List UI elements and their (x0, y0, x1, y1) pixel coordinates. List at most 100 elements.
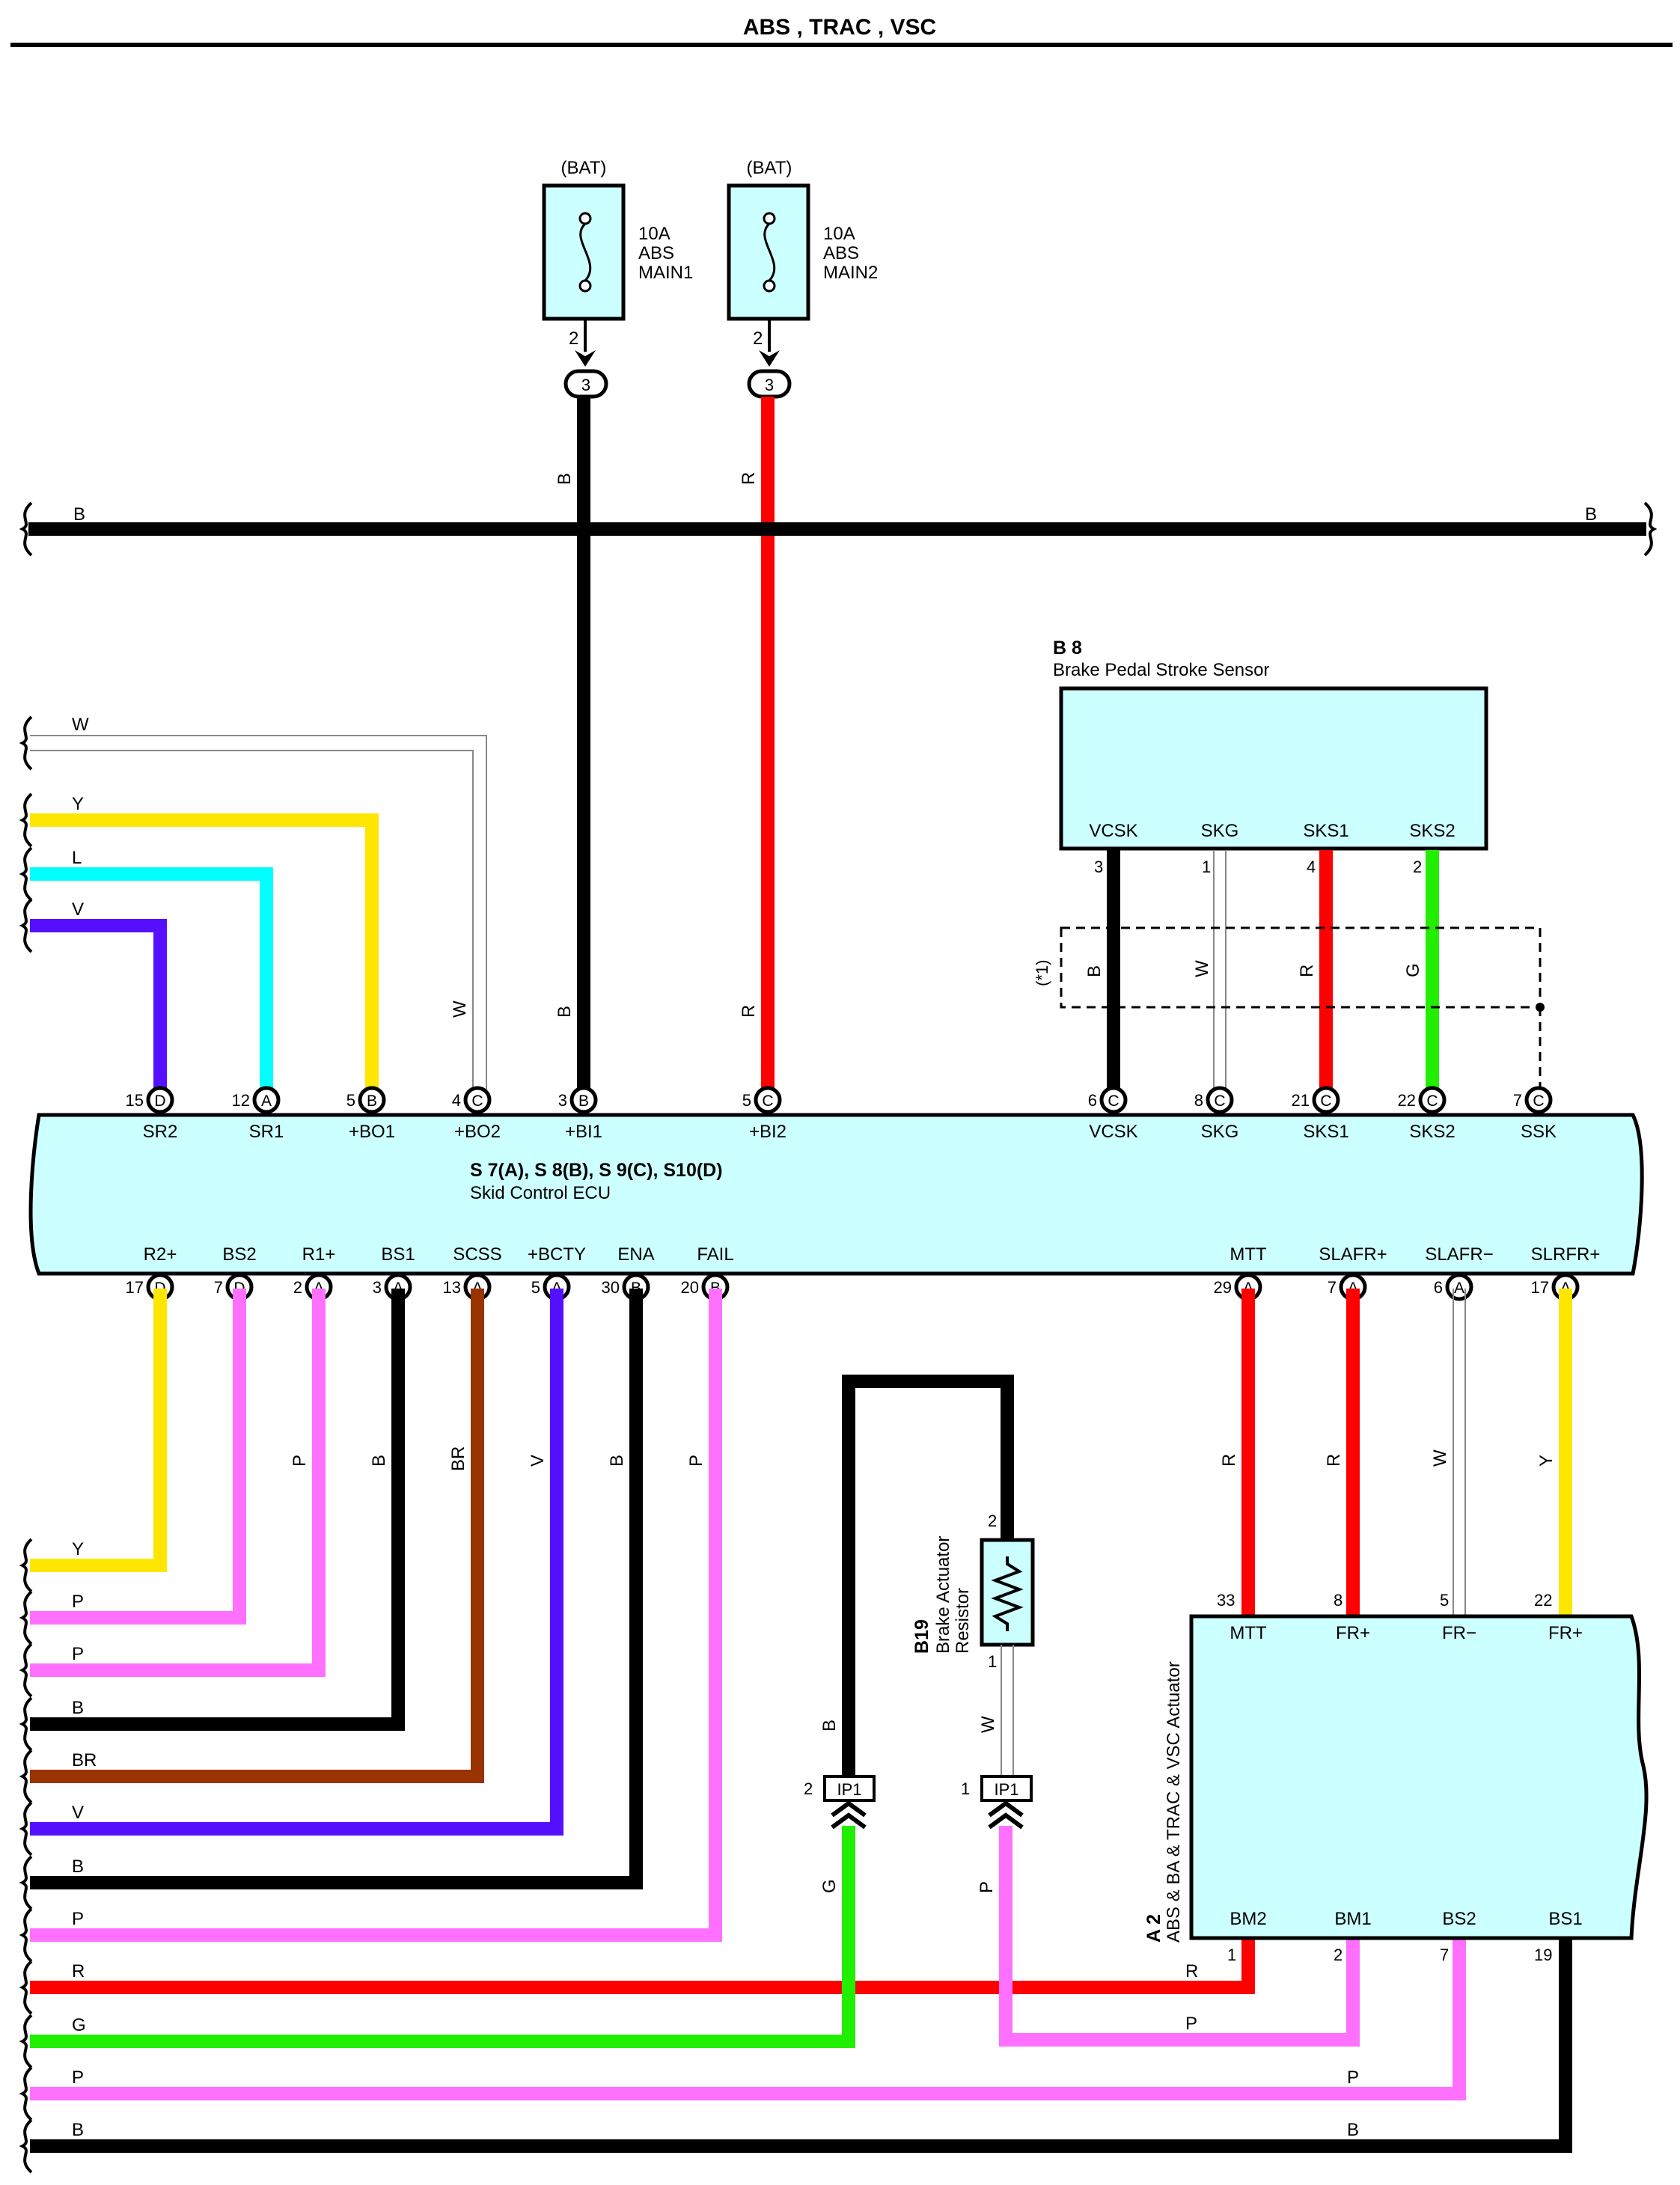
fuse-box (542, 183, 626, 321)
wire-color-label: Y (72, 794, 84, 814)
ecu-pin-number: 29 (1214, 1278, 1232, 1297)
ecu-pin-number: 15 (126, 1091, 144, 1110)
ecu-pin-name: BS1 (381, 1244, 415, 1265)
wire-color-label: Y (1536, 1455, 1557, 1467)
ecu-id: S 7(A), S 8(B), S 9(C), S10(D) (470, 1160, 723, 1181)
wire-color-label: B (72, 1857, 84, 1877)
wire-color-label: V (72, 899, 84, 920)
ecu-pin-connector (463, 1086, 492, 1114)
resistor-name-line1: Brake Actuator (933, 1536, 953, 1654)
ecu-pin-number: 5 (346, 1091, 355, 1110)
wire-color-label: P (72, 2068, 84, 2088)
sensor-id: B 8 (1053, 638, 1082, 658)
ecu-pin-name: SKS1 (1303, 1122, 1348, 1142)
sensor-pin-number: 2 (1413, 858, 1422, 876)
actuator-pin-name: FR+ (1336, 1623, 1370, 1643)
wire-color-label: W (978, 1716, 998, 1733)
break-mark (1643, 501, 1658, 557)
actuator-pin-number: 19 (1534, 1946, 1552, 1964)
ecu-pin-name: VCSK (1089, 1122, 1137, 1142)
ecu-pin-name: R2+ (144, 1244, 177, 1265)
ecu-pin-number: 17 (126, 1278, 144, 1297)
wire-color-label: R (1219, 1454, 1239, 1467)
ecu-pin-connector (252, 1086, 281, 1114)
break-mark (19, 1801, 33, 1857)
actuator-pin-number: 22 (1534, 1591, 1552, 1610)
ecu-pin-connector (569, 1086, 598, 1114)
wire-b-resistor-loop (842, 1375, 1014, 1787)
break-mark (19, 1907, 33, 1963)
actuator-pin-name: BM2 (1230, 1909, 1266, 1929)
sensor-pin-number: 3 (1094, 858, 1103, 876)
ecu-pin-connector-letter: C (1320, 1092, 1331, 1110)
ecu-pin-name: SLAFR+ (1319, 1244, 1387, 1265)
wire-color-label: P (1185, 2014, 1197, 2034)
actuator-pin-number: 1 (1227, 1946, 1236, 1964)
ecu-pin-name: MTT (1230, 1244, 1267, 1265)
resistor-pin-top: 2 (988, 1512, 997, 1530)
break-mark (19, 1749, 33, 1804)
ecu-pin-number: 7 (214, 1278, 223, 1297)
wire-color-label: R (1324, 1454, 1344, 1467)
actuator-box (1189, 1614, 1649, 1940)
fuse-box (727, 183, 810, 321)
shield-label: (*1) (1033, 960, 1051, 986)
ecu-pin-number: 17 (1531, 1278, 1549, 1297)
actuator-pin-name: BS2 (1442, 1909, 1476, 1929)
diagram-title: ABS , TRAC , VSC (743, 15, 936, 40)
fuse-rating: 10A (823, 224, 855, 244)
ecu-pin-connector-letter: A (1454, 1280, 1464, 1297)
ecu-pin-number: 2 (293, 1278, 302, 1297)
upper-left-wires: W Y L V W B R (19, 715, 759, 1100)
ip-connector-box (980, 1775, 1033, 1802)
ecu-pin-connector (1524, 1086, 1553, 1114)
ecu-pin-name: SR2 (143, 1122, 178, 1142)
ecu-pin-name: +BO1 (349, 1122, 395, 1142)
wire-color-label: R (1297, 965, 1317, 977)
fuse-source: (BAT) (747, 158, 792, 178)
wire-v (30, 919, 167, 1100)
ecu-pin-name: +BI1 (565, 1122, 602, 1142)
brake-pedal-stroke-sensor: B 8 Brake Pedal Stroke Sensor VCSK SKG S… (1033, 638, 1545, 1098)
wire-p-bs2 (30, 1289, 246, 1625)
ecu-pin-name: SLRFR+ (1531, 1244, 1601, 1265)
actuator-pin-name: FR− (1442, 1623, 1476, 1643)
ecu-pin-number: 8 (1194, 1091, 1203, 1110)
ecu-name: Skid Control ECU (470, 1183, 611, 1203)
ecu-pin-connector-letter: C (762, 1092, 773, 1110)
ip1-connector-1: 1 IP1 (961, 1775, 1033, 1830)
ecu-pin-name: SKS2 (1409, 1122, 1455, 1142)
ip-pin-number: 2 (804, 1779, 813, 1798)
wire-y-r2 (30, 1289, 167, 1572)
actuator-pin-name: FR+ (1548, 1623, 1583, 1643)
break-mark (19, 792, 33, 848)
ecu-pin-number: 3 (558, 1091, 567, 1110)
ip-chevron-icon (831, 1800, 867, 1830)
wire-color-label: Y (72, 1539, 84, 1559)
ecu-pin-connector (1418, 1086, 1447, 1114)
wire-color-label: P (72, 1909, 84, 1929)
resistor-id: B19 (911, 1619, 932, 1654)
wire-b-bs1-act (30, 1940, 1572, 2153)
ecu-pin-number: 3 (373, 1278, 382, 1297)
wire-p-bm1 (999, 1826, 1360, 2047)
wire-color-label: R (1185, 1961, 1198, 1981)
ecu-pin-connector-letter: C (1533, 1092, 1544, 1110)
ecu-pin-connector-letter: B (578, 1092, 589, 1110)
ecu-pin-connector (1099, 1086, 1128, 1114)
actuator-pin-number: 5 (1440, 1591, 1449, 1610)
actuator-pin-name: MTT (1230, 1623, 1267, 1643)
wire-color-label: BR (448, 1446, 468, 1471)
sensor-pin-number: 1 (1202, 858, 1211, 876)
wire-color-label: B (819, 1720, 840, 1732)
fuse-terminal-bottom (763, 279, 776, 293)
fuse-pin-number: 2 (753, 328, 763, 349)
ecu-pin-number: 5 (531, 1278, 540, 1297)
ecu-top-pins: D15SR2A12SR1B5+BO1C4+BO2B3+BI1C5+BI2C6VC… (126, 1086, 1557, 1142)
wire-color-label: L (72, 848, 82, 868)
fuse-abs-main1: (BAT) 10A ABS MAIN1 2 (542, 158, 693, 367)
break-mark (19, 1696, 33, 1752)
ecu-pin-connector-letter: A (261, 1092, 272, 1110)
wire-r-bm2 (30, 1940, 1255, 1994)
